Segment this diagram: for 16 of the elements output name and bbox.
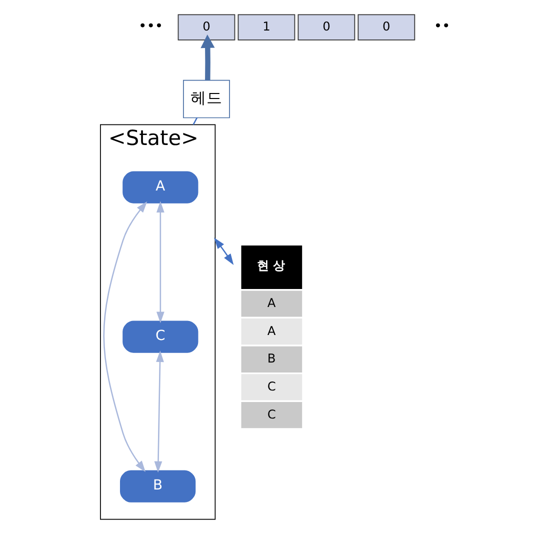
node-box: 0 xyxy=(178,14,236,40)
connector xyxy=(192,118,198,125)
arrow xyxy=(214,238,234,266)
node-box: 0 xyxy=(358,14,416,40)
node-box: B xyxy=(120,470,196,502)
arrow xyxy=(154,350,164,473)
label: ••• xyxy=(138,18,164,35)
node-box: A xyxy=(122,171,198,204)
node-box: 1 xyxy=(238,14,296,40)
node-box: C xyxy=(122,320,198,353)
node-box: 헤드 xyxy=(183,80,230,118)
arrow xyxy=(200,34,215,80)
label: •• xyxy=(434,18,450,35)
node-box: 0 xyxy=(298,14,356,40)
arrow xyxy=(103,201,148,472)
arrow xyxy=(156,201,164,324)
